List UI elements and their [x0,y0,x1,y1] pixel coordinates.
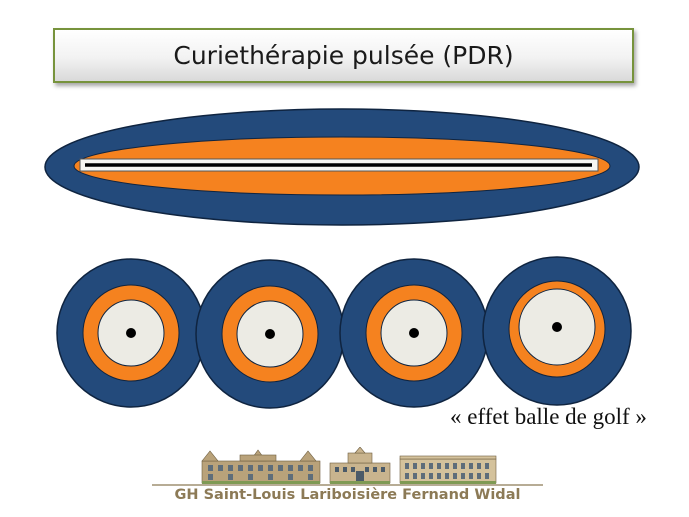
cross-section-2 [195,259,345,409]
cross-section-1 [56,258,206,408]
source-dot [126,328,136,338]
cross-section-4 [482,256,632,406]
source-dot [552,322,562,332]
golf-ball-effect-caption: « effet balle de golf » [450,404,647,429]
longitudinal-view [44,108,640,226]
source-dot [265,329,275,339]
title-box: Curiethérapie pulsée (PDR) [53,28,634,83]
hospital-logo-text: GH Saint-Louis Lariboisière Fernand Wida… [174,487,521,503]
hospital-logo: GH Saint-Louis Lariboisière Fernand Wida… [150,446,545,509]
source-dot [409,328,419,338]
cross-section-3 [339,258,489,408]
hospital-buildings-icon [152,446,543,486]
slide-title: Curiethérapie pulsée (PDR) [173,41,514,70]
